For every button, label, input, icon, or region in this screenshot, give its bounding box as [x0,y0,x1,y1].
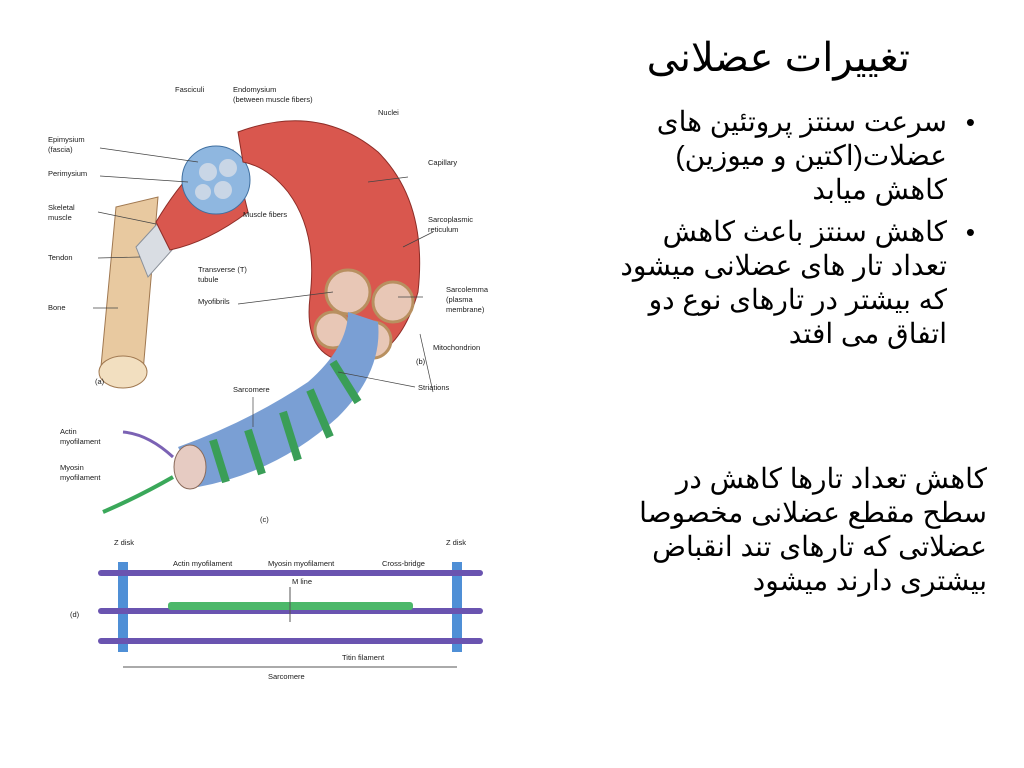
leader-lines [93,147,434,427]
label-myosin-2: myofilament [60,473,101,482]
panel-c-illustration [102,312,379,514]
bullet-list: سرعت سنتز پروتئین های عضلات(اکتین و میوز… [600,105,975,359]
bullet-item: کاهش سنتز باعث کاهش تعداد تار های عضلانی… [600,215,975,351]
label-nuclei: Nuclei [378,108,399,117]
note-paragraph: کاهش تعداد تارها کاهش در سطح مقطع عضلانی… [639,463,987,596]
label-skeletal-muscle-sub: muscle [48,213,72,222]
label-skeletal-muscle: Skeletal [48,203,75,212]
label-mitochondrion: Mitochondrion [433,343,480,352]
label-cross-bridge: Cross-bridge [382,559,425,568]
label-transverse-sub: tubule [198,275,218,284]
striation-band [329,359,362,405]
label-sarcomere: Sarcomere [233,385,270,394]
striation-band [306,388,334,439]
actin-strand [122,430,175,459]
myofibril-cylinder [178,312,379,487]
label-actin-2: myofilament [60,437,101,446]
actin-row [98,570,483,576]
panel-a-illustration [98,145,251,389]
z-disk-left-shape [118,562,128,652]
label-myofibrils: Myofibrils [198,297,230,306]
label-z-disk-right: Z disk [446,538,466,547]
striation-band [209,438,230,484]
label-titin: Titin filament [342,653,385,662]
label-muscle-fibers: Muscle fibers [243,210,287,219]
label-transverse: Transverse (T) [198,265,247,274]
fascicle [195,184,211,200]
label-capillary: Capillary [428,158,457,167]
label-myosin-myofilament: Myosin myofilament [268,559,335,568]
slide-title: تغییرات عضلانی [646,36,910,80]
myofibril-end [173,444,207,490]
z-disk-right-shape [452,562,462,652]
panel-d-illustration [98,562,483,668]
actin-row [98,638,483,644]
label-actin-1: Actin [60,427,77,436]
bullet-item: سرعت سنتز پروتئین های عضلات(اکتین و میوز… [600,105,975,207]
muscle-anatomy-diagram: Fasciculi Endomysium (between muscle fib… [48,85,489,681]
label-panel-c: (c) [260,515,269,524]
label-z-disk-left: Z disk [114,538,134,547]
label-sarcomere-bottom: Sarcomere [268,672,305,681]
label-panel-a: (a) [95,377,105,386]
label-sarcolemma-sub1: (plasma [446,295,474,304]
bone-cross-section [98,355,148,389]
label-sarcolemma: Sarcolemma [446,285,489,294]
label-endomysium: Endomysium [233,85,276,94]
label-panel-b: (b) [416,357,426,366]
myofibril [371,280,415,324]
label-tendon: Tendon [48,253,73,262]
fascicle [214,181,232,199]
label-sarcoplasmic: Sarcoplasmic [428,215,473,224]
fascicle [219,159,237,177]
label-panel-d: (d) [70,610,80,619]
label-sarcoplasmic-sub: reticulum [428,225,458,234]
label-perimysium: Perimysium [48,169,87,178]
myosin-strand [102,475,174,514]
label-myosin-1: Myosin [60,463,84,472]
label-endomysium-sub: (between muscle fibers) [233,95,313,104]
label-actin-myofilament: Actin myofilament [173,559,233,568]
label-striations: Striations [418,383,450,392]
fascicle [199,163,217,181]
label-bone: Bone [48,303,66,312]
label-epimysium-sub: (fascia) [48,145,73,154]
panel-b-illustration [237,120,421,363]
label-epimysium: Epimysium [48,135,85,144]
label-fasciculi: Fasciculi [175,85,205,94]
striation-band [279,410,302,462]
striation-band [244,428,266,476]
muscle-anatomy-figure: Fasciculi Endomysium (between muscle fib… [48,72,503,684]
label-sarcolemma-sub2: membrane) [446,305,485,314]
fascicle-bundle [181,145,251,215]
label-m-line: M line [292,577,312,586]
